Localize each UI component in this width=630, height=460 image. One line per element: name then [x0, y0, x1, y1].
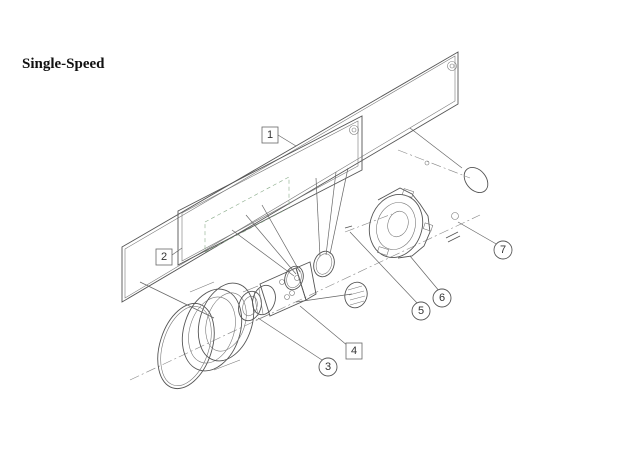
o-ring-small-mid: [313, 250, 335, 278]
pump-housing: [368, 187, 434, 259]
shaft-spring: [344, 281, 368, 309]
bracket-plate: [259, 261, 317, 317]
callout-7: 7: [493, 240, 513, 260]
callout-3: 3: [318, 357, 338, 377]
o-ring-small-left: [284, 265, 304, 291]
leader-lines: [139, 127, 499, 361]
callout-2: 2: [155, 248, 173, 266]
label-plate: [177, 115, 363, 266]
threaded-nut: [238, 284, 276, 322]
callout-4: 4: [345, 342, 363, 360]
callout-4-label: 4: [351, 345, 357, 357]
callout-2-label: 2: [161, 251, 167, 263]
callout-7-label: 7: [500, 244, 506, 256]
o-ring-back: [463, 167, 489, 193]
o-ring-large: [157, 302, 215, 390]
callout-3-label: 3: [325, 361, 331, 373]
screw: [445, 212, 461, 243]
callout-5-label: 5: [418, 305, 424, 317]
bezel-ring: [181, 281, 255, 372]
pin: [344, 160, 430, 229]
faceplate-panel: [121, 51, 459, 303]
callout-6-label: 6: [439, 292, 445, 304]
diagram-title: Single-Speed: [22, 56, 105, 72]
callout-5: 5: [411, 301, 431, 321]
callout-6: 6: [432, 288, 452, 308]
callout-1-label: 1: [267, 129, 273, 141]
callout-1: 1: [261, 126, 279, 144]
